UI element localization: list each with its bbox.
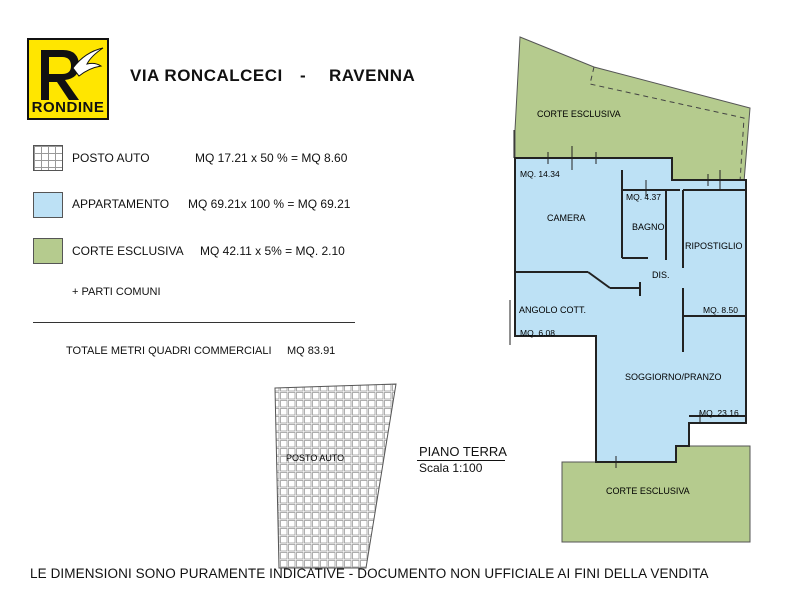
angolo-mq-label: MQ. 6.08 bbox=[520, 328, 555, 338]
parking-label: POSTO AUTO bbox=[286, 453, 344, 463]
camera-label: CAMERA bbox=[547, 213, 586, 223]
legend-divider bbox=[33, 322, 355, 323]
legend-label-posto-auto: POSTO AUTO bbox=[72, 151, 150, 165]
logo-wordmark: RONDINE bbox=[31, 99, 105, 116]
appartamento-swatch bbox=[33, 192, 63, 218]
bagno-label: BAGNO bbox=[632, 222, 665, 232]
piano-underline bbox=[417, 460, 505, 461]
posto-auto-swatch bbox=[33, 145, 63, 171]
totale-value: MQ 83.91 bbox=[287, 345, 336, 357]
legend-calc-corte: MQ 42.11 x 5% = MQ. 2.10 bbox=[200, 244, 345, 258]
camera-mq-label: MQ. 14.34 bbox=[520, 169, 560, 179]
legend-calc-appartamento: MQ 69.21x 100 % = MQ 69.21 bbox=[188, 197, 351, 211]
footer-disclaimer: LE DIMENSIONI SONO PURAMENTE INDICATIVE … bbox=[30, 566, 709, 581]
corte-bottom-label: CORTE ESCLUSIVA bbox=[606, 486, 690, 496]
legend-label-appartamento: APPARTAMENTO bbox=[72, 197, 170, 211]
angolo-label: ANGOLO COTT. bbox=[519, 305, 586, 315]
piano-terra-label: PIANO TERRA bbox=[419, 444, 507, 459]
corte-top-label: CORTE ESCLUSIVA bbox=[537, 109, 621, 119]
parti-comuni: + PARTI COMUNI bbox=[72, 286, 161, 298]
city-title: RAVENNA bbox=[329, 66, 416, 85]
corte-esclusiva-swatch bbox=[33, 238, 63, 264]
ripostiglio-label: RIPOSTIGLIO bbox=[685, 241, 743, 251]
scala-label: Scala 1:100 bbox=[419, 461, 483, 475]
soggiorno-mq-label: MQ. 23.16 bbox=[699, 408, 739, 418]
bagno-mq-label: MQ. 4.37 bbox=[626, 192, 661, 202]
rondine-logo: RONDINE bbox=[27, 38, 109, 120]
dis-label: DIS. bbox=[652, 270, 670, 280]
legend-calc-posto-auto: MQ 17.21 x 50 % = MQ 8.60 bbox=[195, 151, 348, 165]
legend-label-corte: CORTE ESCLUSIVA bbox=[72, 244, 184, 258]
title-dash: - bbox=[300, 66, 307, 85]
street-title: VIA RONCALCECI bbox=[130, 66, 283, 85]
rip-mq-label: MQ. 8.50 bbox=[703, 305, 738, 315]
swallow-logo-icon bbox=[41, 47, 104, 100]
soggiorno-label: SOGGIORNO/PRANZO bbox=[625, 372, 722, 382]
totale-label: TOTALE METRI QUADRI COMMERCIALI bbox=[66, 345, 272, 357]
posto-auto-area bbox=[274, 383, 397, 569]
